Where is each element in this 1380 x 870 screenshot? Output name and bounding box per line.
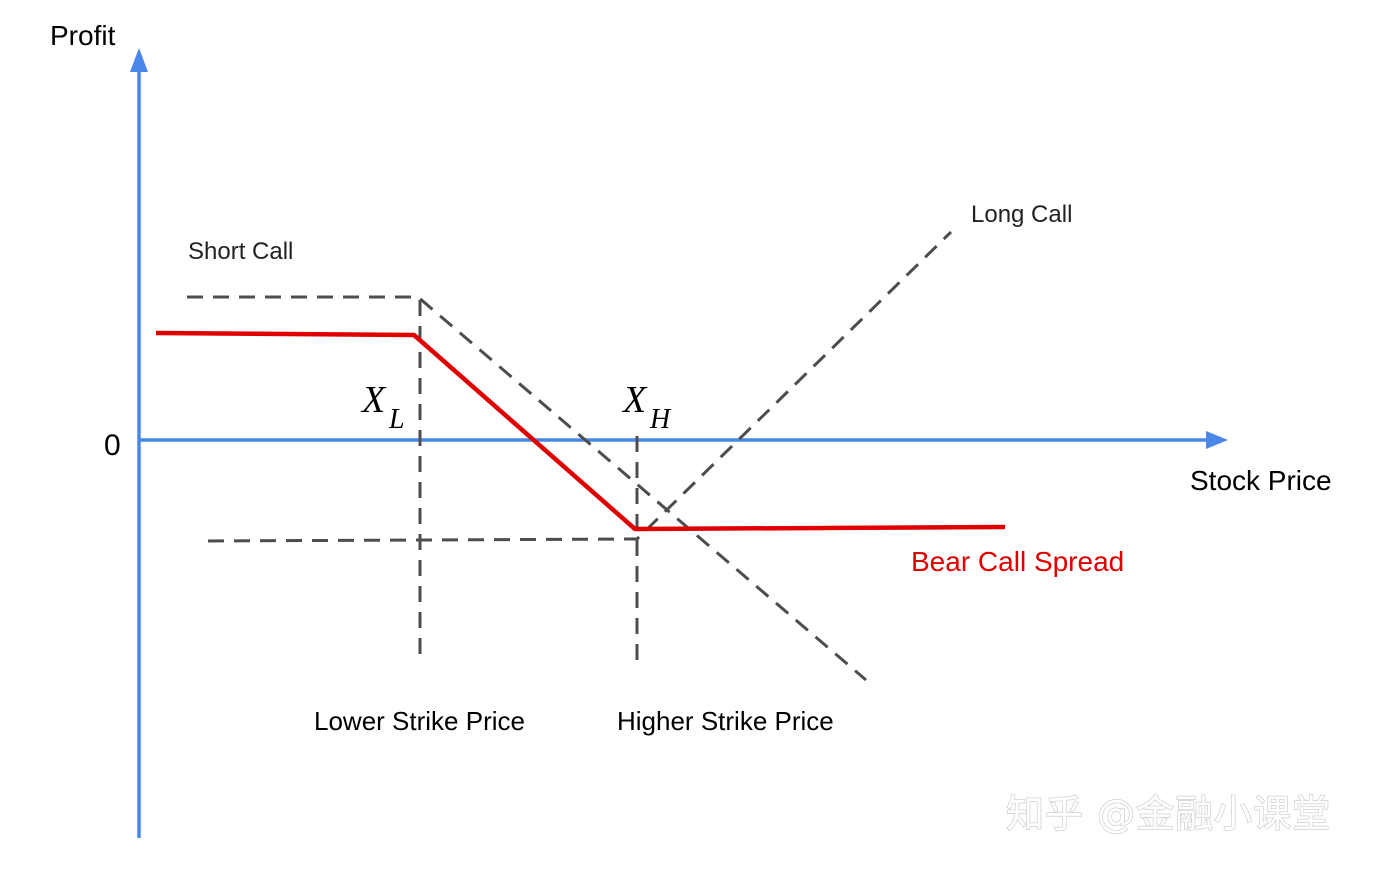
- higher-strike-symbol: X: [621, 379, 648, 421]
- y-axis-arrowhead: [130, 48, 148, 72]
- lower-strike-caption: Lower Strike Price: [314, 706, 525, 736]
- y-axis-label: Profit: [50, 20, 116, 51]
- lower-strike-subscript: L: [388, 404, 405, 435]
- x-axis-arrowhead: [1206, 431, 1228, 449]
- higher-strike-subscript: H: [649, 404, 672, 435]
- higher-strike-caption: Higher Strike Price: [617, 706, 834, 736]
- lower-strike-symbol: X: [360, 379, 387, 421]
- long-call-line: [207, 230, 953, 543]
- watermark: 知乎 @金融小课堂: [1006, 792, 1331, 836]
- bear-call-spread-label: Bear Call Spread: [911, 546, 1124, 577]
- bear-call-spread-line: [155, 330, 1006, 532]
- long-call-label: Long Call: [971, 201, 1072, 228]
- zero-label: 0: [104, 429, 121, 462]
- short-call-line: [187, 295, 867, 682]
- x-axis-label: Stock Price: [1190, 465, 1332, 496]
- short-call-label: Short Call: [188, 238, 293, 265]
